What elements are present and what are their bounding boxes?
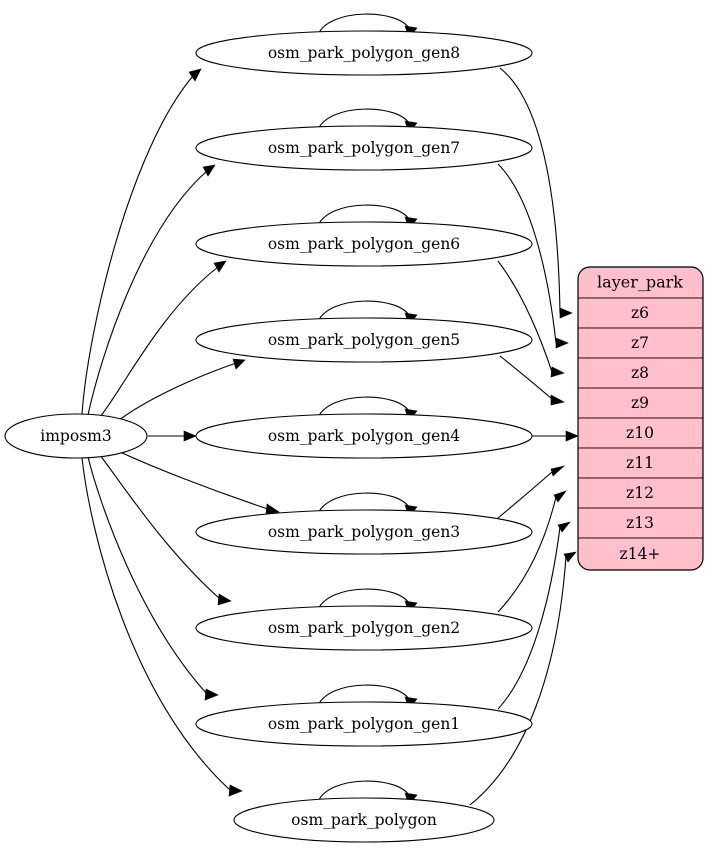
table-cell-z9-label: z9 — [631, 394, 649, 412]
node-gen5-shape[interactable] — [195, 317, 533, 363]
node-gen3-label: osm_park_polygon_gen3 — [268, 523, 460, 541]
table-cell-z14plus-label: z14+ — [620, 545, 661, 563]
node-polygon-label: osm_park_polygon — [291, 811, 437, 829]
table-cell-z13-label: z13 — [626, 514, 654, 532]
arrowhead-z10-in — [565, 430, 579, 442]
edge-imposm3-to-gen6 — [99, 266, 219, 418]
table-header-label: layer_park — [597, 273, 683, 292]
node-osm_park_polygon_gen2[interactable]: osm_park_polygon_gen2 — [195, 605, 533, 651]
arrowhead-z8-in — [550, 366, 565, 378]
arrowhead-gen6-in — [213, 260, 227, 273]
arrowhead-gen5-in — [232, 358, 246, 370]
node-gen4-label: osm_park_polygon_gen4 — [268, 427, 460, 445]
self-loop-polygon — [317, 780, 411, 803]
node-gen4-shape[interactable] — [195, 413, 533, 459]
self-loop-gen6 — [317, 204, 411, 227]
node-imposm3-label: imposm3 — [40, 427, 111, 445]
table-border — [577, 266, 704, 571]
arrowhead-gen1-in — [204, 688, 219, 701]
edge-gen8-to-z6 — [499, 67, 561, 314]
node-osm_park_polygon_gen1[interactable]: osm_park_polygon_gen1 — [195, 701, 533, 747]
arrowhead-z12-in — [553, 490, 567, 503]
layer-park-table[interactable]: layer_park z6 z7 z8 z9 z10 z11 z12 z13 z… — [577, 266, 704, 571]
arrowhead-gen4-in — [183, 430, 197, 442]
arrowhead-z7-in — [555, 337, 569, 349]
edge-gen3-to-z11 — [497, 471, 553, 519]
table-row-z6[interactable] — [578, 297, 703, 329]
table-row-z8[interactable] — [578, 357, 703, 389]
edge-imposm3-to-polygon — [81, 457, 231, 791]
arrowhead-z13-in — [557, 521, 571, 533]
edge-polygon-to-z14 — [469, 555, 567, 806]
table-row-z14plus[interactable] — [578, 537, 703, 570]
self-loop-gen8 — [317, 13, 411, 36]
node-osm_park_polygon[interactable]: osm_park_polygon — [233, 797, 495, 843]
edge-imposm3-to-gen3 — [117, 450, 269, 510]
self-loop-gen2 — [317, 588, 411, 611]
table-cell-z6-label: z6 — [631, 304, 649, 322]
edge-imposm3-to-gen1 — [87, 456, 208, 695]
node-gen8-shape[interactable] — [195, 30, 533, 76]
edges-from-imposm3 — [81, 68, 280, 797]
node-gen8-label: osm_park_polygon_gen8 — [268, 44, 460, 62]
edge-gen6-to-z8 — [497, 260, 553, 373]
edge-imposm3-to-gen5 — [117, 362, 237, 422]
table-cell-z10-label: z10 — [626, 424, 654, 442]
arrowhead-polygon-in — [228, 784, 243, 797]
arrowhead-z14-in — [563, 551, 577, 563]
node-gen7-shape[interactable] — [195, 125, 533, 171]
node-gen2-label: osm_park_polygon_gen2 — [268, 619, 460, 637]
node-gen5-label: osm_park_polygon_gen5 — [268, 331, 460, 349]
node-gen6-shape[interactable] — [195, 221, 533, 267]
node-imposm3[interactable]: imposm3 — [4, 413, 148, 459]
arrowhead-z11-in — [550, 465, 566, 477]
node-gen3-shape[interactable] — [195, 509, 533, 555]
arrowhead-gen3-in — [265, 503, 280, 515]
self-loop-gen1 — [317, 684, 411, 707]
node-osm_park_polygon_gen8[interactable]: osm_park_polygon_gen8 — [195, 30, 533, 76]
edge-gen2-to-z12 — [497, 496, 557, 613]
self-loop-gen7 — [317, 108, 411, 131]
arrowhead-gen2-in — [217, 593, 232, 606]
arrowhead-z6-in — [559, 307, 573, 319]
arrowhead-gen8-in — [188, 68, 202, 82]
arrowhead-gen7-in — [202, 164, 216, 177]
node-gen1-shape[interactable] — [195, 701, 533, 747]
table-cell-z7-label: z7 — [631, 334, 649, 352]
node-gen7-label: osm_park_polygon_gen7 — [268, 139, 460, 157]
edge-gen7-to-z7 — [497, 163, 557, 344]
table-cell-z12-label: z12 — [626, 484, 654, 502]
edge-imposm3-to-gen2 — [99, 454, 221, 600]
node-osm_park_polygon_gen3[interactable]: osm_park_polygon_gen3 — [195, 509, 533, 555]
edge-gen5-to-z9 — [499, 355, 553, 400]
node-osm_park_polygon_gen4[interactable]: osm_park_polygon_gen4 — [195, 413, 533, 459]
node-osm_park_polygon_gen5[interactable]: osm_park_polygon_gen5 — [195, 317, 533, 363]
self-loop-gen3 — [317, 492, 411, 515]
table-row-z7[interactable] — [578, 327, 703, 359]
table-cell-z8-label: z8 — [631, 364, 649, 382]
node-osm_park_polygon_gen7[interactable]: osm_park_polygon_gen7 — [195, 125, 533, 171]
node-osm_park_polygon_gen6[interactable]: osm_park_polygon_gen6 — [195, 221, 533, 267]
edges-to-layer-park — [469, 67, 579, 806]
edge-imposm3-to-gen8 — [81, 75, 194, 415]
self-loop-gen4 — [317, 396, 411, 419]
arrowhead-z9-in — [550, 394, 565, 406]
node-gen1-label: osm_park_polygon_gen1 — [268, 715, 460, 733]
table-cell-z11-label: z11 — [626, 454, 654, 472]
edge-gen1-to-z13 — [497, 526, 561, 710]
node-imposm3-shape[interactable] — [4, 413, 148, 459]
edge-imposm3-to-gen7 — [87, 170, 208, 416]
node-gen6-label: osm_park_polygon_gen6 — [268, 235, 460, 253]
node-gen2-shape[interactable] — [195, 605, 533, 651]
node-polygon-shape[interactable] — [233, 797, 495, 843]
self-loop-gen5 — [317, 300, 411, 323]
